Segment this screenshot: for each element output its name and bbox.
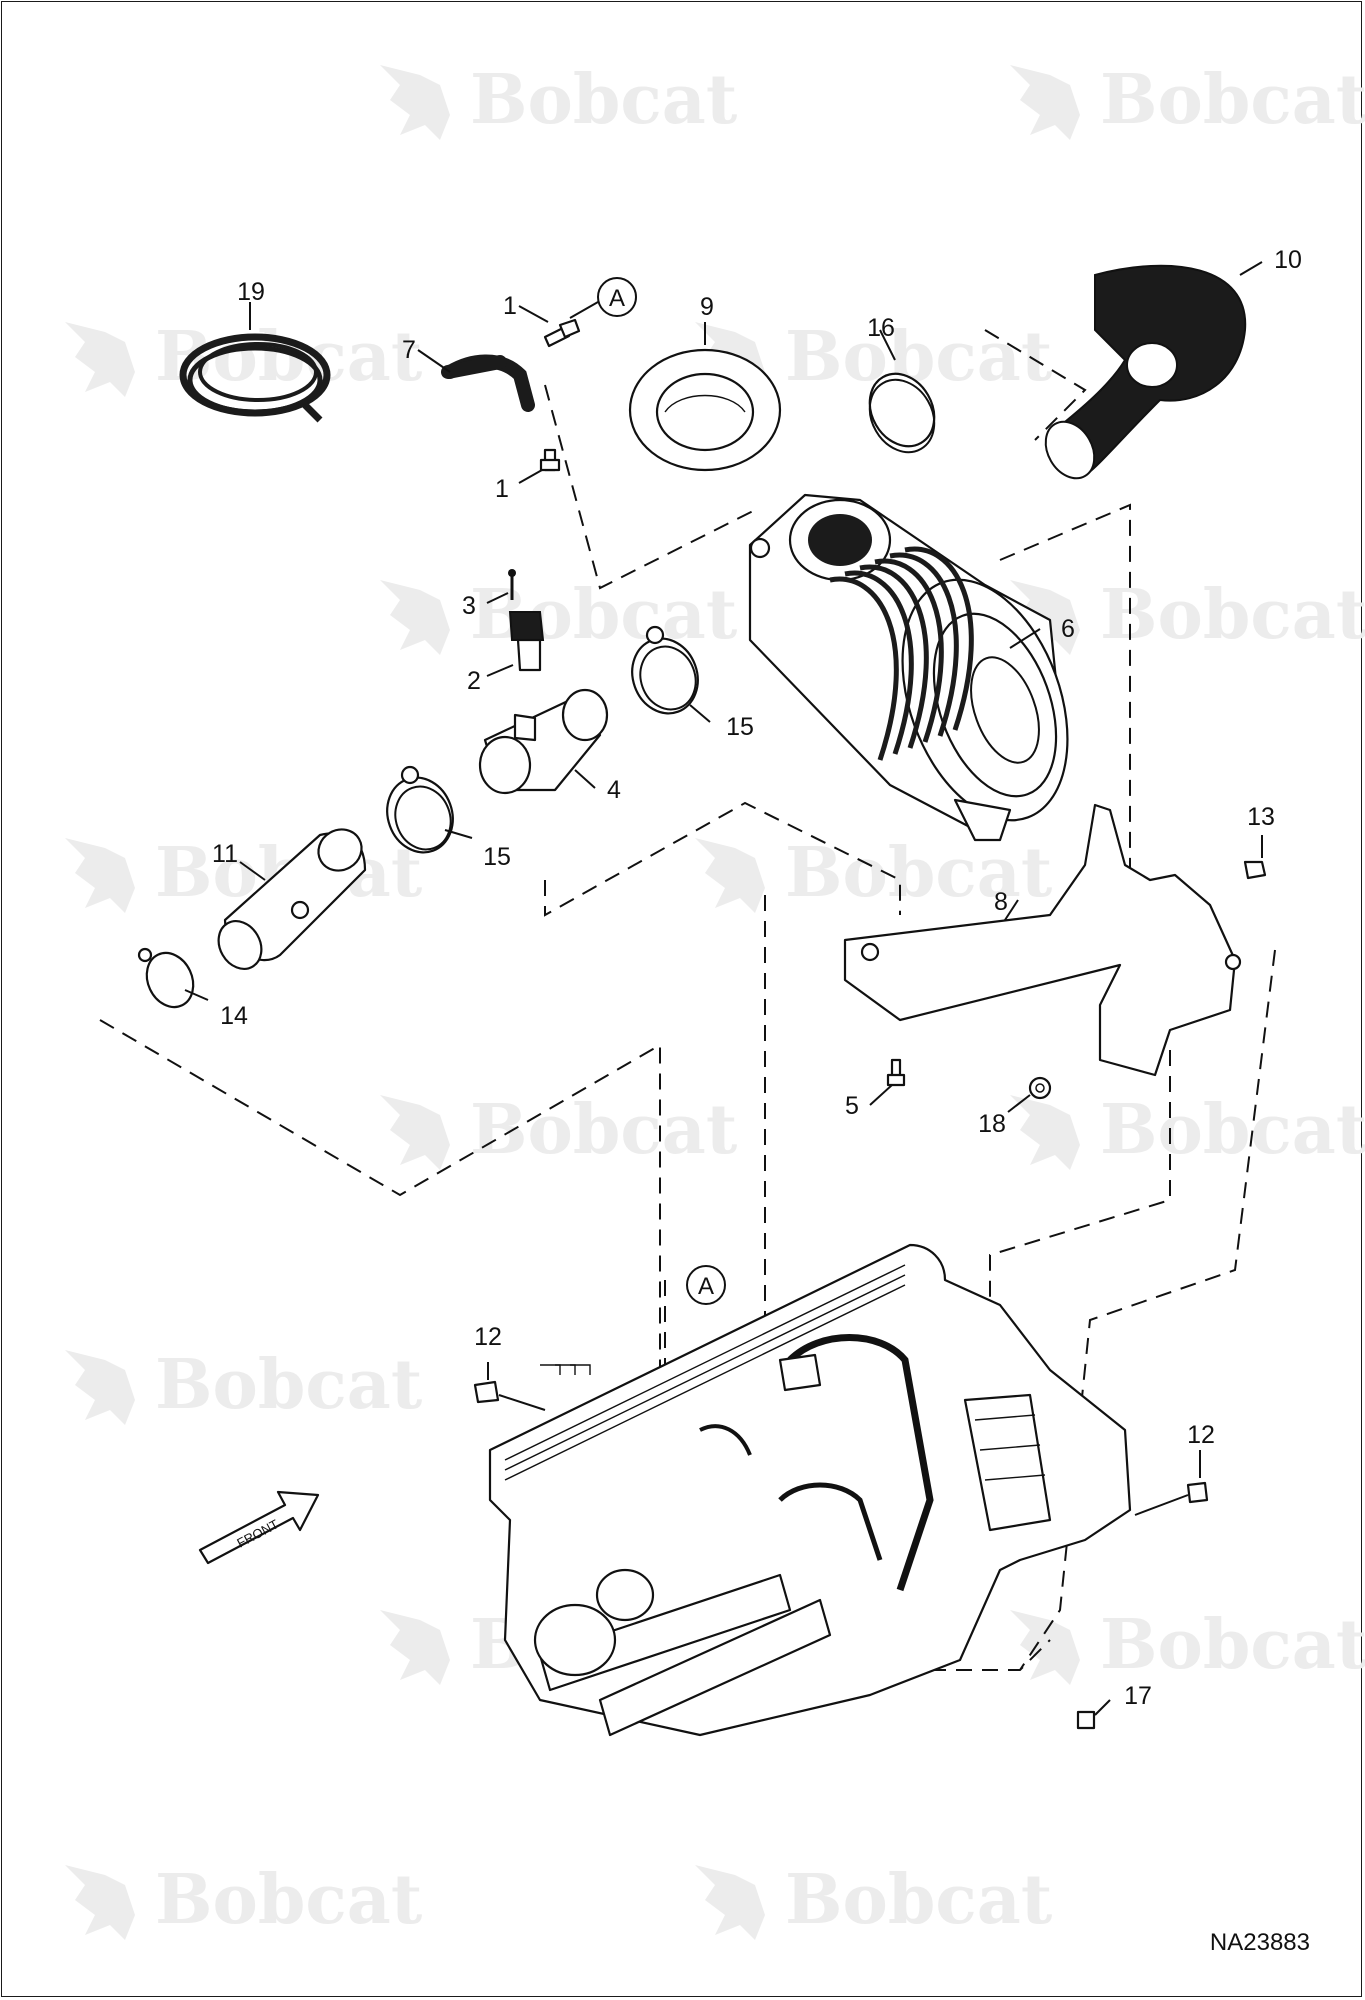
callout-6: 6	[1061, 615, 1075, 643]
assembly-line-hose-10	[984, 329, 1087, 441]
callout-14: 14	[220, 1002, 248, 1030]
callout-3: 3	[462, 592, 476, 620]
callout-18: 18	[978, 1110, 1006, 1138]
callout-4: 4	[607, 776, 621, 804]
part-8-mounting-bracket	[843, 803, 1242, 1077]
watermark: Bobcat	[380, 1090, 738, 1170]
part-12-bolt-left	[473, 1380, 500, 1404]
part-1-bolt-lower	[539, 448, 561, 472]
part-15-clamp-upper	[631, 625, 699, 715]
watermark: Bobcat	[65, 317, 423, 397]
callout-8: 8	[994, 888, 1008, 916]
watermark: Bobcat	[65, 1345, 423, 1425]
part-18-nut	[1028, 1076, 1052, 1100]
part-17-bolt	[1076, 1710, 1096, 1730]
watermark: Bobcat	[695, 1860, 1053, 1940]
svg-text:Bobcat: Bobcat	[1100, 60, 1365, 140]
reference-a-label: A	[698, 1273, 714, 1300]
svg-text:Bobcat: Bobcat	[1100, 1605, 1365, 1685]
part-13-bolt	[1243, 860, 1267, 880]
part-5-bolt	[886, 1058, 906, 1087]
part-9-inlet-cap	[628, 348, 782, 472]
engine-assembly	[488, 1243, 1132, 1737]
callout-13: 13	[1247, 803, 1275, 831]
callouts: 1 1 2 3 4 5 6 7 8 9 10 11 12 12 13 14 15…	[212, 246, 1302, 1710]
reference-a-lower: A	[686, 1265, 726, 1305]
callout-9: 9	[700, 293, 714, 321]
callout-2: 2	[467, 667, 481, 695]
callout-15: 15	[726, 713, 754, 741]
part-14-clamp	[137, 947, 195, 1009]
assembly-line-filter-6	[999, 503, 1131, 900]
part-10-intake-elbow	[1044, 264, 1247, 480]
reference-a-label: A	[609, 285, 625, 312]
callout-19: 19	[237, 278, 265, 306]
part-12-bolt-right	[1186, 1481, 1209, 1504]
part-16-clamp	[868, 372, 936, 454]
part-7-breather-hose	[441, 354, 535, 412]
front-direction-arrow: FRONT	[198, 1490, 320, 1565]
part-15-clamp-lower	[386, 765, 454, 854]
watermark: Bobcat	[1010, 1090, 1365, 1170]
assembly-line-bracket-mount	[1019, 949, 1276, 1671]
watermark: Bobcat	[380, 575, 738, 655]
callout-5: 5	[845, 1092, 859, 1120]
svg-text:Bobcat: Bobcat	[470, 60, 738, 140]
watermark: Bobcat	[1010, 60, 1365, 140]
callout-10: 10	[1274, 246, 1302, 274]
svg-text:Bobcat: Bobcat	[785, 1860, 1053, 1940]
svg-text:Bobcat: Bobcat	[155, 317, 423, 397]
svg-text:Bobcat: Bobcat	[785, 833, 1053, 913]
assembly-line-bolt-17	[930, 1639, 1051, 1671]
callout-1: 1	[495, 475, 509, 503]
callout-12: 12	[1187, 1421, 1215, 1449]
assembly-line-duct-11	[99, 1019, 661, 1565]
assembly-line-hose-7	[544, 384, 756, 590]
part-4-maf-housing	[478, 688, 609, 795]
watermark: Bobcat	[1010, 1605, 1365, 1685]
reference-a-upper: A	[569, 277, 637, 319]
callout-11: 11	[212, 840, 238, 868]
callout-15: 15	[483, 843, 511, 871]
part-19-seal-coil	[179, 333, 331, 423]
watermark: Bobcat	[695, 833, 1053, 913]
assembly-line-sensor-4	[544, 801, 901, 917]
svg-text:Bobcat: Bobcat	[1100, 1090, 1365, 1170]
watermark: Bobcat	[65, 833, 423, 913]
part-2-airflow-sensor	[508, 611, 545, 672]
callout-16: 16	[867, 314, 895, 342]
drawing-code: NA23883	[1210, 1929, 1310, 1956]
watermark: Bobcat	[380, 60, 738, 140]
callout-leaders	[184, 261, 1263, 1716]
callout-17: 17	[1124, 1682, 1152, 1710]
svg-text:Bobcat: Bobcat	[470, 1090, 738, 1170]
svg-text:Bobcat: Bobcat	[1100, 575, 1365, 655]
part-1-bolt-upper	[543, 318, 581, 348]
part-11-reducer-duct	[217, 828, 367, 970]
callout-7: 7	[402, 336, 416, 364]
callout-1: 1	[503, 292, 517, 320]
callout-12: 12	[474, 1323, 502, 1351]
watermark: Bobcat	[65, 1860, 423, 1940]
svg-text:Bobcat: Bobcat	[155, 1860, 423, 1940]
part-6-air-cleaner	[748, 493, 1069, 842]
part-3-screw	[508, 569, 516, 600]
svg-text:Bobcat: Bobcat	[155, 1345, 423, 1425]
